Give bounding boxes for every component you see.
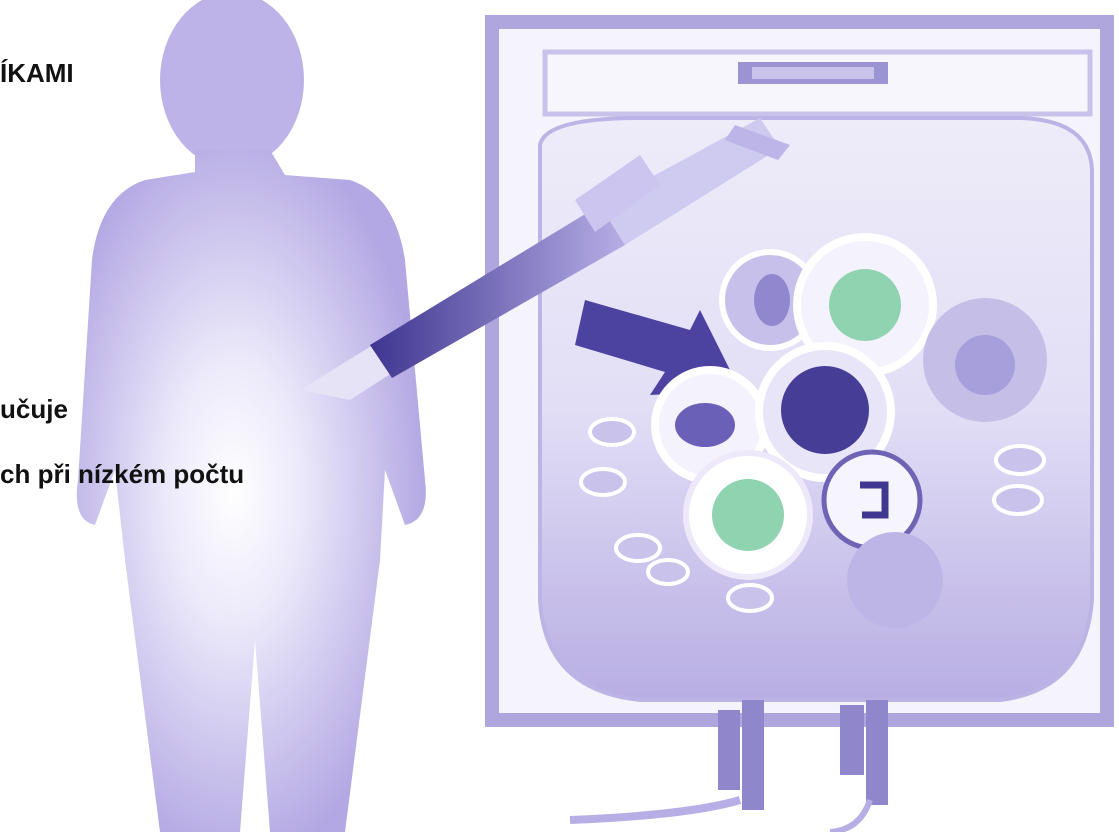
body-text-line: učuje	[0, 396, 68, 422]
body-text-line: ch při nízkém počtu	[0, 461, 244, 487]
human-silhouette-icon	[77, 0, 426, 832]
heading-fragment: ÍKAMI	[0, 60, 74, 86]
